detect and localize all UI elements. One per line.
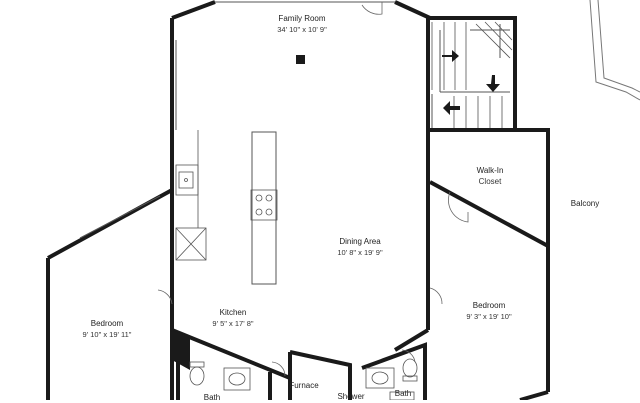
bath-left-label: Bath [204,392,220,403]
cooktop-icon [250,189,278,221]
doors [157,2,469,377]
kitchen-sink-icon [175,164,199,196]
bath-right-label: Bath [395,388,411,399]
toilet-icon [189,361,205,386]
kitchen-dims: 9' 5" x 17' 8" [212,319,254,328]
thin-lines [79,1,510,239]
shower-name: Shower [337,392,365,401]
furnace-name: Furnace [289,381,319,390]
bedroom-right-name: Bedroom [472,301,506,310]
balcony-outline [589,0,640,101]
family-room-label: Family Room 34' 10" x 10' 9" [277,13,326,35]
vanity-icon [389,391,415,400]
bath-left-name: Bath [203,393,221,402]
balcony-name: Balcony [570,199,600,208]
dining-area-label: Dining Area 10' 8" x 19' 9" [337,236,382,258]
arrow-left-icon [443,101,460,115]
balcony-label: Balcony [571,198,599,209]
arrow-down-icon [486,75,500,92]
shower-label: Shower [337,391,364,402]
furnace-label: Furnace [289,380,318,391]
bedroom-right-dims: 9' 3" x 19' 10" [466,312,512,321]
dining-area-name: Dining Area [339,237,381,246]
appliance-icon [175,227,207,261]
walk-in-closet-line1: Walk-In [476,166,504,175]
dining-area-dims: 10' 8" x 19' 9" [337,248,383,257]
bathroom-sink-icon-right [365,367,395,389]
bedroom-left-name: Bedroom [90,319,124,328]
bedroom-right-label: Bedroom 9' 3" x 19' 10" [466,300,511,322]
chimney-icon [172,330,190,370]
kitchen-name: Kitchen [219,308,247,317]
kitchen-label: Kitchen 9' 5" x 17' 8" [212,307,253,329]
bathroom-sink-icon [223,367,251,391]
bedroom-left-label: Bedroom 9' 10" x 19' 11" [83,318,132,340]
fireplace-icon [296,55,305,64]
bath-right-name: Bath [394,389,412,398]
kitchen-island [251,131,277,285]
walk-in-closet-line2: Closet [478,177,502,186]
staircase [431,21,513,128]
arrow-right-icon [442,50,459,62]
bedroom-left-dims: 9' 10" x 19' 11" [82,330,132,339]
walk-in-closet-label: Walk-In Closet [477,165,504,187]
toilet-icon-right [402,358,418,382]
family-room-dims: 34' 10" x 10' 9" [277,25,327,34]
family-room-name: Family Room [278,14,326,23]
